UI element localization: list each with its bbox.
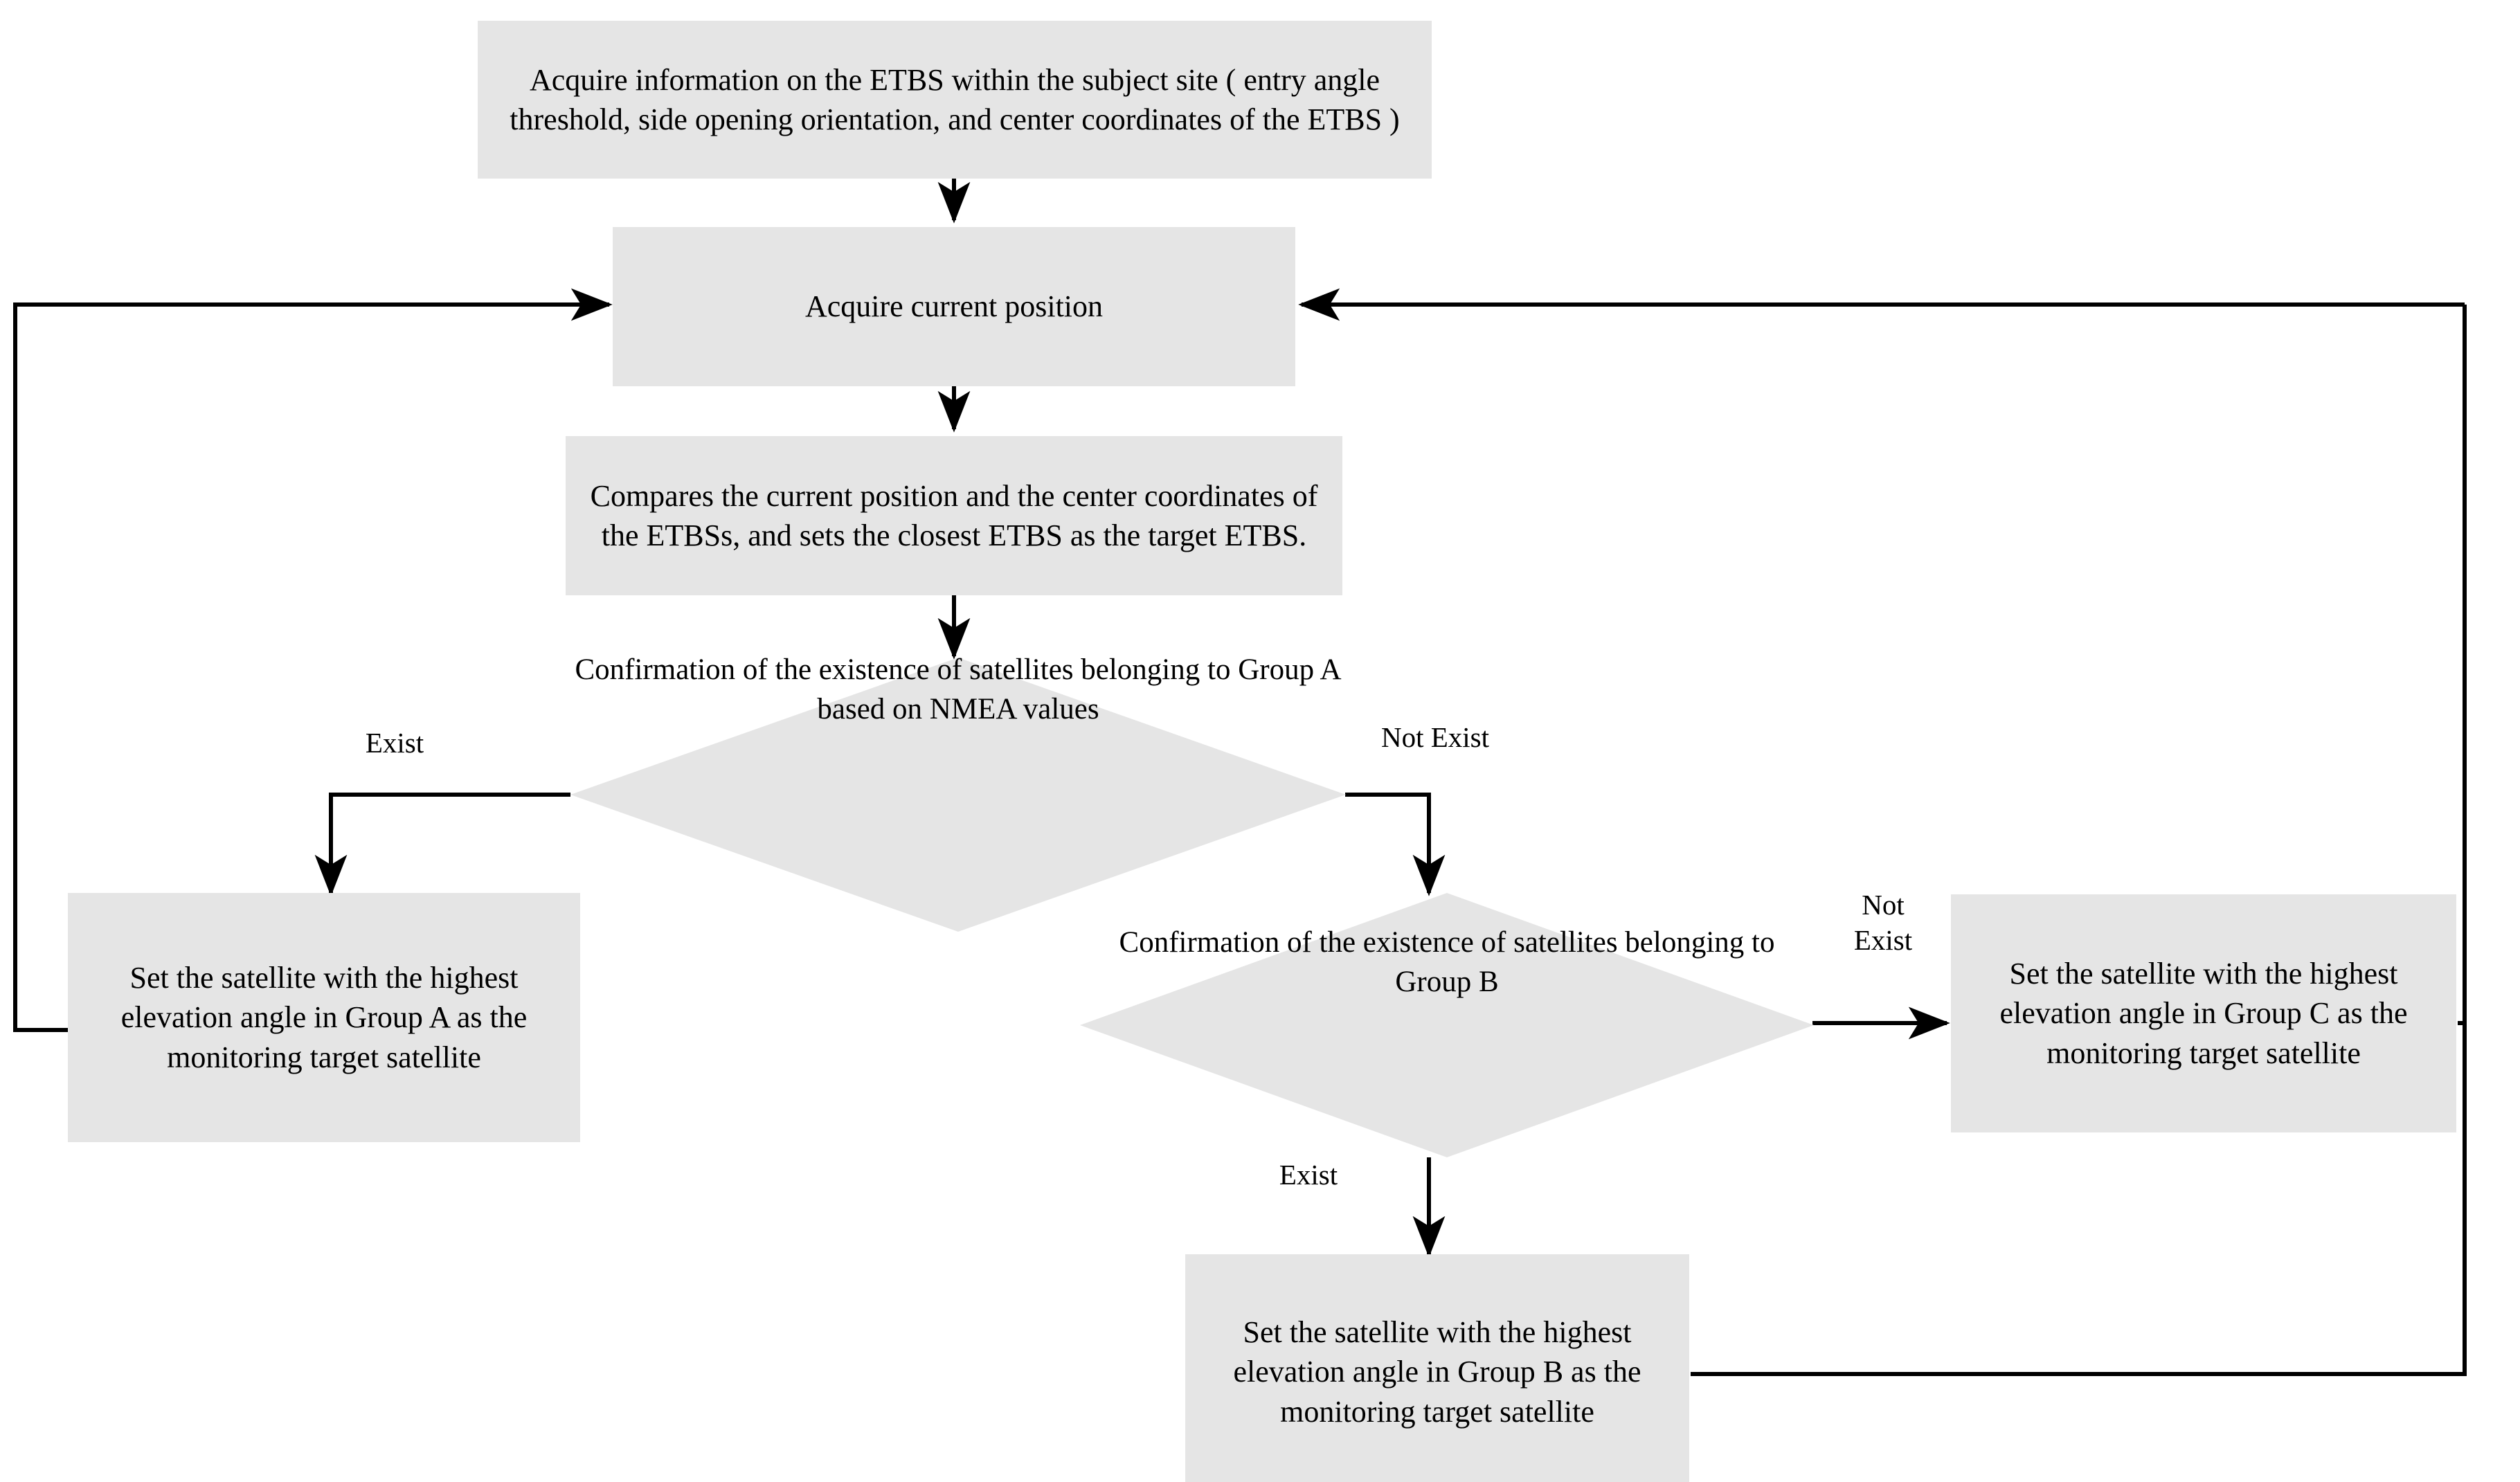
node-decision-group-b-label: Confirmation of the existence of satelli…	[1119, 926, 1775, 998]
node-set-group-b: Set the satellite with the highest eleva…	[1185, 1254, 1689, 1482]
node-decision-group-a-label: Confirmation of the existence of satelli…	[575, 653, 1342, 725]
node-compare-position: Compares the current position and the ce…	[566, 436, 1342, 595]
node-acquire-info-label: Acquire information on the ETBS within t…	[510, 62, 1400, 136]
node-set-group-b-label: Set the satellite with the highest eleva…	[1233, 1315, 1641, 1429]
node-set-group-c-label: Set the satellite with the highest eleva…	[1999, 957, 2408, 1070]
node-decision-group-a: Confirmation of the existence of satelli…	[570, 653, 1346, 932]
node-acquire-position-label: Acquire current position	[804, 289, 1104, 324]
node-compare-position-label: Compares the current position and the ce…	[590, 478, 1318, 552]
edge-label-b-exist: Exist	[1279, 1159, 1338, 1191]
edge-decisionA-exist	[314, 793, 570, 896]
node-set-group-a: Set the satellite with the highest eleva…	[68, 893, 580, 1142]
edge-label-a-exist: Exist	[365, 727, 424, 759]
node-decision-group-b: Confirmation of the existence of satelli…	[1080, 893, 1814, 1157]
node-set-group-a-label: Set the satellite with the highest eleva…	[120, 961, 528, 1074]
edge-label-b-not-exist: Not Exist	[1853, 889, 1913, 956]
edge-decisionA-not-exist	[1345, 793, 1446, 896]
node-acquire-position: Acquire current position	[613, 227, 1295, 386]
edge-label-a-not-exist: Not Exist	[1380, 721, 1490, 753]
node-set-group-c: Set the satellite with the highest eleva…	[1951, 894, 2456, 1132]
node-acquire-info: Acquire information on the ETBS within t…	[478, 21, 1432, 179]
